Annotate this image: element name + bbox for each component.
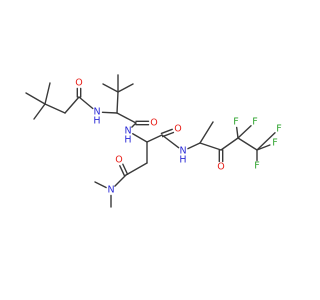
bond-line — [101, 111, 118, 114]
atom-o: O — [75, 78, 82, 89]
bond-line — [78, 96, 94, 110]
bond-line — [122, 163, 129, 175]
bond-line — [116, 91, 119, 114]
single-bond — [256, 132, 276, 151]
atom-n: NH — [124, 126, 131, 146]
atom-symbol: O — [217, 162, 224, 173]
single-bond — [146, 134, 163, 143]
atom-hydrogen: H — [179, 155, 186, 166]
bond-line — [131, 122, 137, 128]
bond-line — [114, 174, 127, 187]
double-bond — [76, 87, 82, 98]
single-bond — [199, 121, 214, 144]
single-bond — [199, 142, 222, 151]
bond-line — [102, 83, 119, 93]
atom-symbol: N — [93, 107, 100, 118]
single-bond — [116, 112, 137, 124]
single-bond — [237, 137, 258, 151]
atom-symbol: F — [254, 161, 259, 172]
bond-line — [199, 121, 214, 144]
atom-n: NH — [179, 146, 186, 166]
atom-o: O — [115, 155, 122, 166]
atom-o: O — [217, 162, 224, 173]
bond-line — [64, 96, 80, 114]
bond-line — [119, 165, 126, 177]
single-bond — [101, 111, 118, 114]
atom-hydrogen: H — [124, 135, 131, 146]
bond-line — [199, 142, 222, 151]
atom-symbol: N — [107, 185, 114, 196]
bond-line — [220, 137, 239, 151]
bond-line — [161, 131, 175, 138]
atom-symbol: O — [150, 118, 157, 129]
atom-o: O — [174, 124, 181, 135]
atom-f: F — [252, 117, 257, 128]
atom-symbol: O — [174, 124, 181, 135]
atom-symbol: F — [276, 124, 281, 135]
atom-symbol: N — [179, 146, 186, 157]
bond-line — [235, 126, 239, 139]
atom-n: NH — [93, 107, 100, 127]
bond-line — [125, 162, 148, 176]
bond-line — [187, 142, 201, 150]
bond-line — [44, 82, 51, 105]
single-bond — [102, 83, 119, 93]
single-bond — [116, 91, 119, 114]
bond-line — [132, 133, 148, 143]
single-bond — [64, 96, 80, 114]
double-bond — [119, 163, 129, 177]
double-bond — [160, 128, 175, 138]
bond-line — [94, 181, 107, 189]
atom-f: F — [276, 124, 281, 135]
single-bond — [235, 126, 239, 139]
single-bond — [256, 144, 271, 151]
single-bond — [114, 174, 127, 187]
single-bond — [117, 83, 134, 93]
bond-line — [256, 144, 271, 151]
atom-o: O — [150, 118, 157, 129]
bond-line — [237, 125, 252, 139]
atom-f: F — [254, 161, 259, 172]
single-bond — [161, 134, 180, 149]
atom-n: N — [107, 185, 114, 196]
atom-symbol: O — [115, 155, 122, 166]
single-bond — [131, 122, 137, 128]
single-bond — [78, 96, 94, 110]
single-bond — [33, 103, 46, 120]
atom-hydrogen: H — [93, 116, 100, 127]
double-bond — [135, 120, 150, 126]
bond-line — [256, 132, 276, 151]
single-bond — [187, 142, 201, 150]
atom-symbol: F — [233, 117, 238, 128]
atom-symbol: N — [124, 126, 131, 137]
single-bond — [44, 82, 51, 105]
atom-f: F — [272, 138, 277, 149]
single-bond — [25, 92, 46, 105]
atom-symbol: F — [252, 117, 257, 128]
bond-line — [160, 128, 173, 135]
single-bond — [125, 162, 148, 176]
background — [0, 0, 300, 300]
double-bond — [218, 149, 224, 163]
bond-line — [146, 134, 163, 143]
single-bond — [237, 125, 252, 139]
bonds-layer — [25, 74, 276, 208]
bond-line — [237, 137, 258, 151]
bond-line — [161, 134, 180, 149]
bond-line — [117, 83, 134, 93]
atom-f: F — [233, 117, 238, 128]
atom-symbol: F — [272, 138, 277, 149]
single-bond — [132, 133, 148, 143]
bond-line — [33, 103, 46, 120]
atom-symbol: O — [75, 78, 82, 89]
single-bond — [94, 181, 107, 189]
bond-line — [116, 112, 137, 124]
bond-line — [44, 103, 66, 114]
bond-line — [25, 92, 46, 105]
single-bond — [220, 137, 239, 151]
single-bond — [44, 103, 66, 114]
